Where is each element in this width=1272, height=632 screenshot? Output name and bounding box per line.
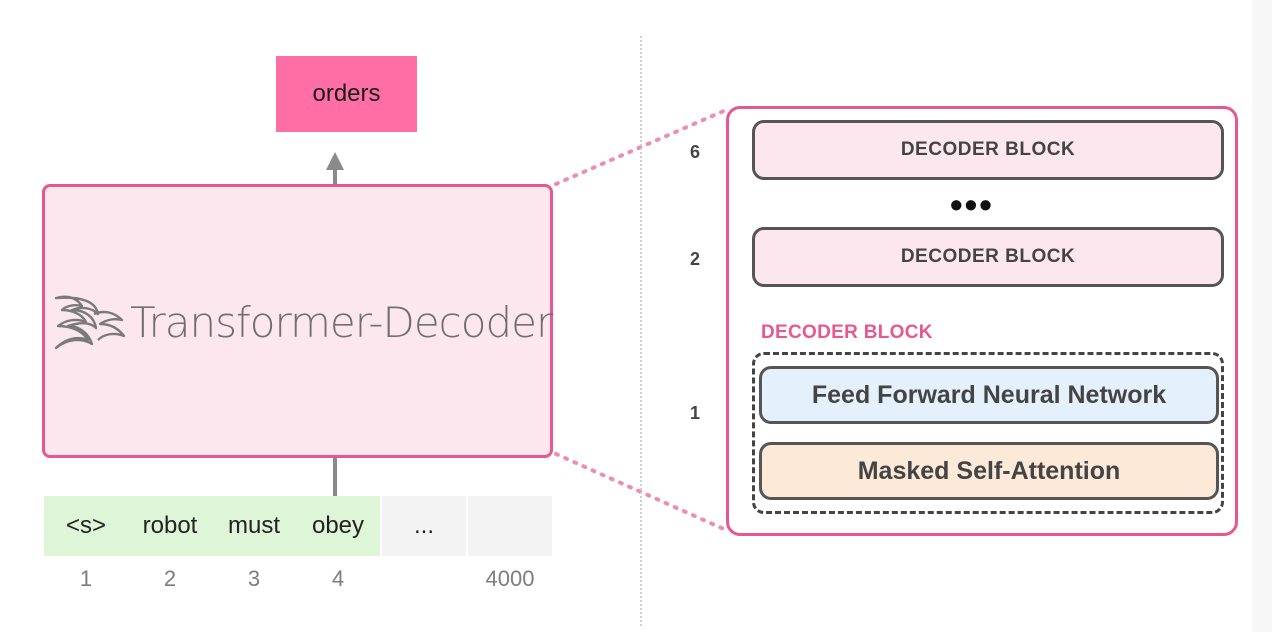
masked-self-attention-layer: Masked Self-Attention (759, 442, 1219, 500)
input-token-4: obey (296, 496, 380, 556)
decoder-title: Transformer-Decoder (130, 298, 553, 347)
output-token: orders (276, 56, 417, 132)
position-label-4000: 4000 (485, 566, 535, 591)
position-label-4: 4 (331, 566, 345, 591)
section-divider (640, 36, 642, 626)
block-number-1: 1 (689, 403, 700, 423)
decoder-block-detail (752, 352, 1224, 514)
position-label-2: 2 (163, 566, 177, 591)
block-number-2: 2 (689, 249, 700, 269)
decoder-block-detail-label: DECODER BLOCK (761, 322, 933, 343)
decoder-stack-box (726, 106, 1238, 536)
decoder-block-2: DECODER BLOCK (752, 227, 1224, 287)
position-label-3: 3 (247, 566, 261, 591)
input-token-ellipsis: ... (382, 496, 466, 556)
transformer-decoder-box (42, 184, 553, 458)
transformer-logo-icon (54, 295, 126, 350)
decoder-block-6: DECODER BLOCK (752, 120, 1224, 180)
input-token-1: <s> (44, 496, 128, 556)
input-token-empty (468, 496, 552, 556)
feed-forward-layer: Feed Forward Neural Network (759, 366, 1219, 424)
input-token-2: robot (128, 496, 212, 556)
input-token-3: must (212, 496, 296, 556)
block-number-6: 6 (689, 142, 700, 162)
position-label-1: 1 (79, 566, 93, 591)
output-arrow-head (326, 152, 344, 170)
right-edge-strip (1252, 0, 1272, 632)
stack-ellipsis: ••• (950, 184, 994, 225)
